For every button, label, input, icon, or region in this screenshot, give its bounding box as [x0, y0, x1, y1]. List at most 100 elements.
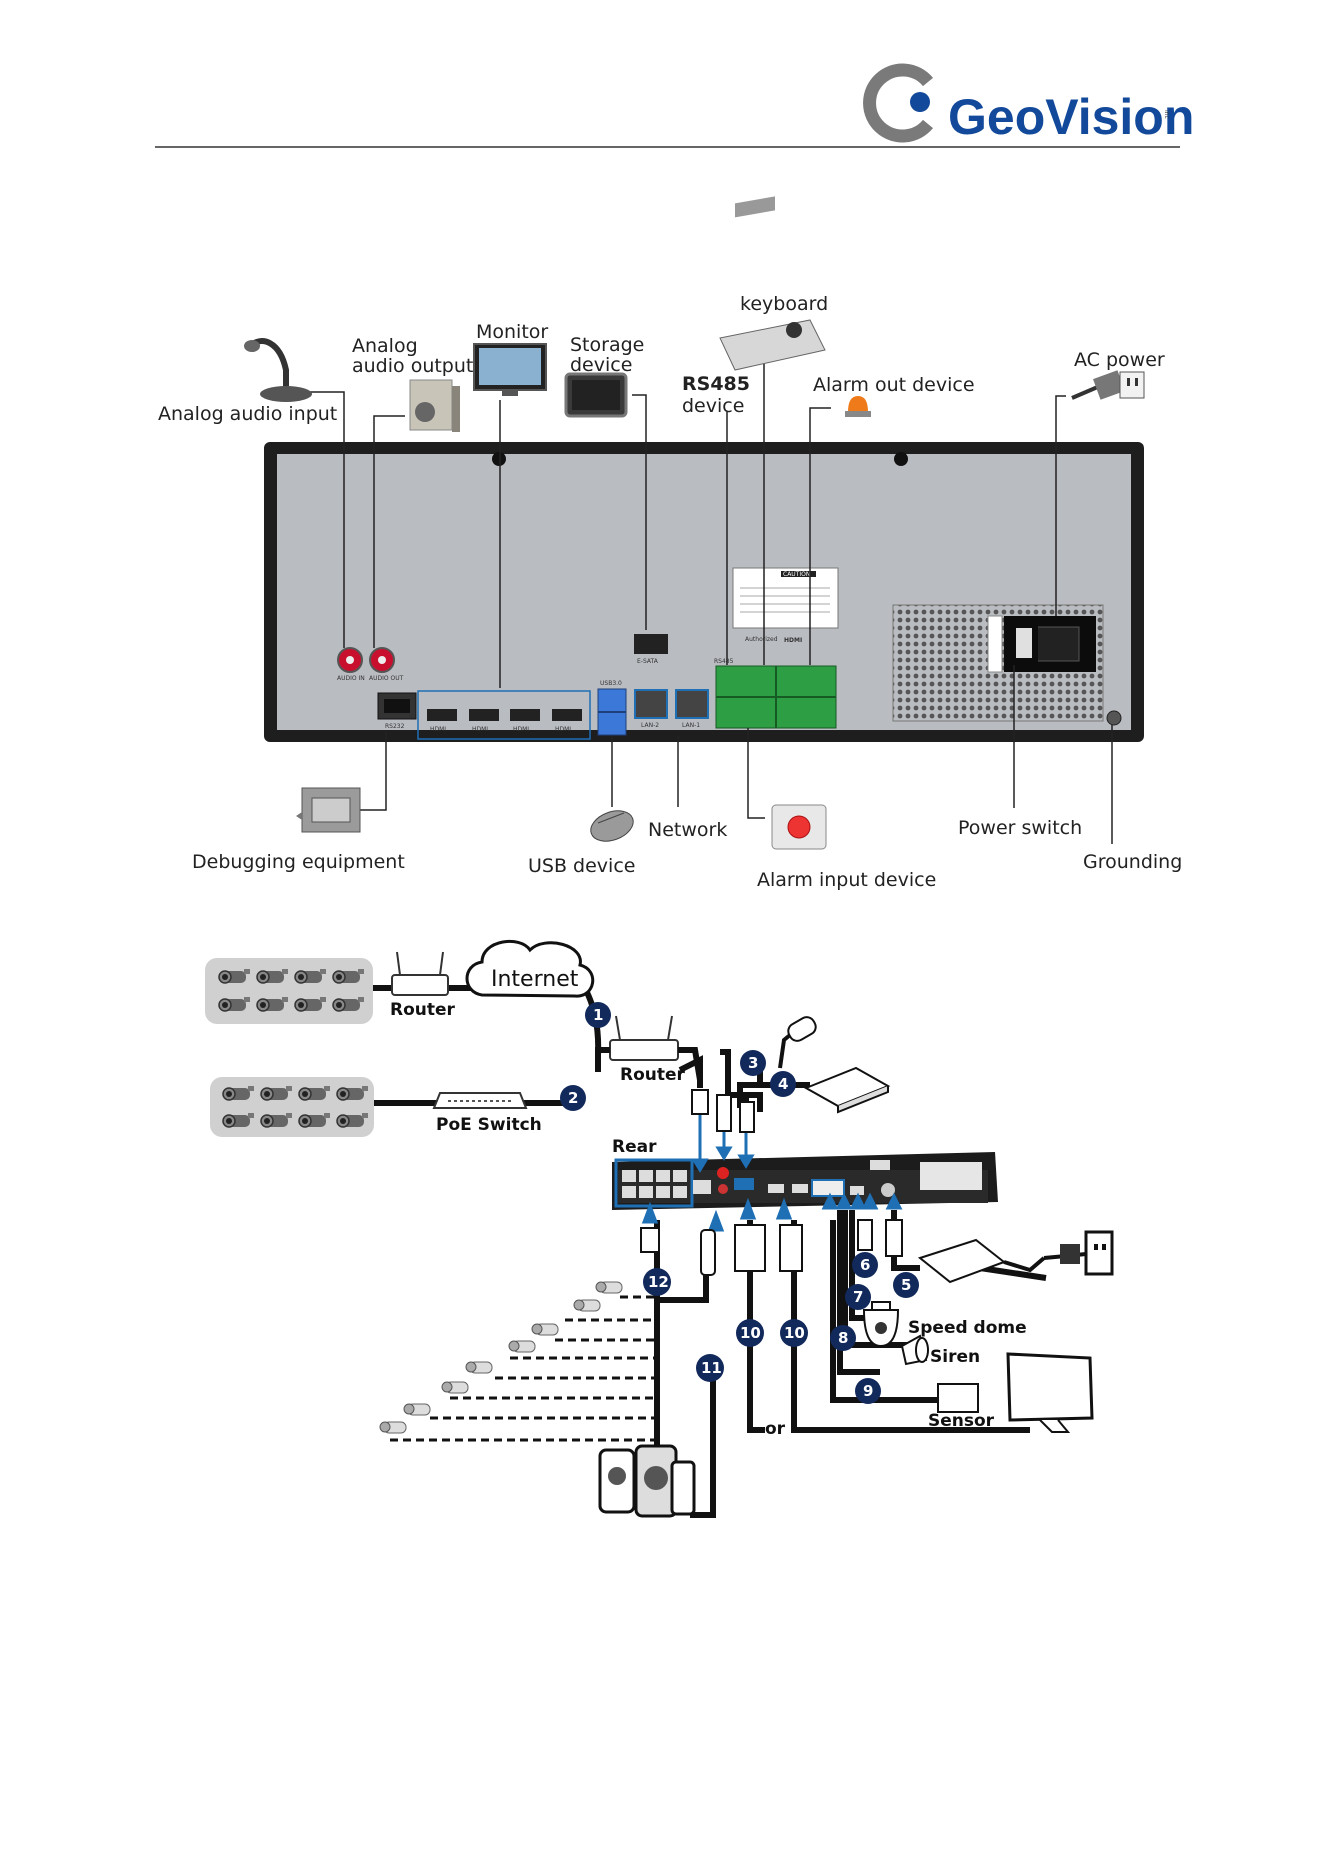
ac-power-plug-icon — [1071, 370, 1145, 400]
step-badge: 5 — [893, 1272, 919, 1298]
speed-dome-label: Speed dome — [908, 1318, 1027, 1338]
screw-icon — [492, 452, 506, 466]
step-badge: 10 — [780, 1319, 808, 1347]
logo-text: GeoVision — [948, 89, 1194, 145]
lan1-label: LAN-1 — [682, 722, 700, 729]
router-mid-icon — [595, 1015, 703, 1081]
callout-storage-line1: Storage — [570, 334, 644, 356]
rs485-port-label: RS485 — [714, 658, 734, 665]
camera-group-poe — [210, 1077, 374, 1137]
step-badge: 8 — [830, 1325, 856, 1351]
logo-suffix: inc — [1163, 110, 1170, 119]
callout-network: Network — [648, 819, 727, 841]
callout-lines — [296, 358, 1113, 844]
vga-plug-icon — [734, 1224, 766, 1272]
step-badge: 12 — [643, 1268, 671, 1296]
svg-text:9: 9 — [863, 1382, 873, 1400]
poe-switch-icon — [432, 1092, 528, 1109]
svg-text:HDMI: HDMI — [472, 726, 488, 733]
hard-drive-icon — [803, 1066, 891, 1114]
cables — [373, 978, 1047, 1518]
authorized-label: Authorized — [745, 636, 778, 643]
step-badge: 11 — [696, 1354, 724, 1382]
step-badge: 6 — [852, 1252, 878, 1278]
blue-arrows — [641, 1108, 903, 1232]
svg-text:5: 5 — [901, 1276, 911, 1294]
siren-label: Siren — [930, 1347, 980, 1367]
audio-jack-plug-icon — [700, 1229, 716, 1276]
alarm-out-icon — [845, 396, 871, 417]
caution-label: CAUTION — [783, 571, 810, 578]
callout-alarm-out: Alarm out device — [813, 374, 975, 396]
sensor-icon — [937, 1383, 979, 1413]
lan2-label: LAN-2 — [641, 722, 659, 729]
usb3-label: USB3.0 — [600, 680, 622, 687]
router-top-icon — [391, 951, 449, 996]
grounding-screw-icon — [1106, 710, 1122, 726]
svg-text:HDMI: HDMI — [430, 726, 446, 733]
svg-text:1: 1 — [593, 1006, 603, 1024]
rj45-connector-icon — [691, 1089, 709, 1115]
step-badge: 2 — [560, 1085, 586, 1111]
esata-port — [634, 634, 668, 654]
usb-plug-icon — [857, 1219, 873, 1251]
audio-out-label: AUDIO OUT — [369, 675, 404, 682]
camera-group-top — [205, 958, 373, 1024]
step-badge: 4 — [770, 1071, 796, 1097]
nvr-unit — [612, 1152, 998, 1210]
svg-text:10: 10 — [740, 1324, 761, 1342]
router-mid-label: Router — [620, 1065, 686, 1085]
screw-icon — [894, 452, 908, 466]
callout-analog-audio-output-line2: audio output — [352, 355, 473, 377]
power-plug-icon — [885, 1219, 903, 1257]
poe-camera-lines — [390, 1295, 657, 1442]
svg-text:8: 8 — [838, 1329, 848, 1347]
rear-label: Rear — [612, 1137, 657, 1157]
internet-label: Internet — [491, 967, 579, 992]
svg-text:12: 12 — [648, 1273, 669, 1291]
or-label: or — [765, 1419, 786, 1439]
speakers-icon — [598, 1444, 696, 1518]
esata-label: E-SATA — [637, 658, 659, 665]
callout-debugging: Debugging equipment — [192, 851, 405, 873]
callout-alarm-input: Alarm input device — [757, 869, 936, 891]
poe-cameras — [379, 1281, 623, 1434]
connection-diagram: Internet Router Router PoE Switch Rear — [205, 940, 1114, 1518]
logo-swoosh-icon — [863, 63, 934, 143]
rs232-label: RS232 — [385, 723, 405, 730]
esata-plug-icon — [739, 1101, 755, 1133]
monitor-large-icon — [1006, 1352, 1094, 1433]
lan2-port — [634, 689, 668, 719]
audio-plug-icon — [716, 1094, 732, 1132]
svg-text:3: 3 — [748, 1054, 758, 1072]
callout-rs485-line2: device — [682, 395, 744, 417]
sensor-label: Sensor — [928, 1411, 995, 1431]
keyboard-icon — [719, 196, 826, 371]
callout-power-switch: Power switch — [958, 817, 1082, 839]
callout-monitor: Monitor — [476, 321, 548, 343]
audio-in-label: AUDIO IN — [337, 675, 365, 682]
speed-dome-icon — [862, 1301, 900, 1348]
speaker-icon — [409, 379, 460, 432]
poe-switch-label: PoE Switch — [436, 1115, 542, 1135]
callout-storage-line2: device — [570, 354, 632, 376]
svg-text:6: 6 — [860, 1256, 870, 1274]
rear-panel-diagram: AUDIO IN AUDIO OUT RS232 HDMI HDMI HDMI … — [158, 196, 1182, 891]
hdmi-plug-icon — [779, 1224, 803, 1272]
step-badges: 1 2 3 4 5 6 7 8 9 10 10 11 12 — [560, 1002, 919, 1404]
logo-dot-icon — [910, 92, 930, 112]
svg-text:HDMI: HDMI — [513, 726, 529, 733]
svg-text:10: 10 — [784, 1324, 805, 1342]
alarm-input-button-icon — [771, 804, 827, 850]
lan1-port — [675, 689, 709, 719]
step-badge: 10 — [736, 1319, 764, 1347]
monitor-icon — [473, 343, 547, 396]
step-badge: 9 — [855, 1378, 881, 1404]
callout-grounding: Grounding — [1083, 851, 1182, 873]
power-adapter-icon — [917, 1230, 1114, 1284]
callout-usb-device: USB device — [528, 855, 635, 877]
rj45-plug-bottom-icon — [640, 1227, 660, 1253]
step-badge: 7 — [845, 1284, 871, 1310]
hdmi-logo-text: HDMI — [784, 637, 802, 644]
